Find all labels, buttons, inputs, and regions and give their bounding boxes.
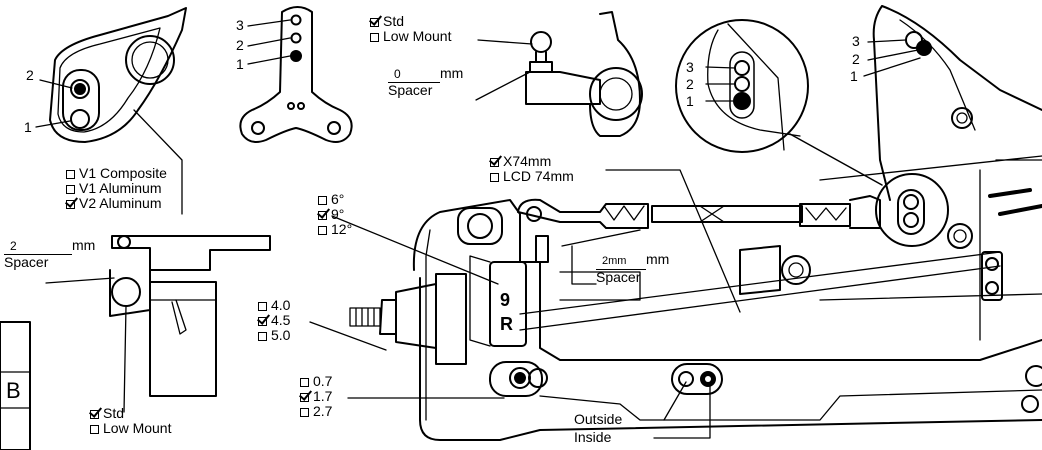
arm-option-v1-aluminum[interactable]: V1 Aluminum [66,181,167,196]
link-length-options: X74mm LCD 74mm [490,154,574,184]
spacer-left-unit: mm [72,237,96,253]
checkbox-checked-icon[interactable] [66,200,75,209]
outside-label: Outside [574,411,623,427]
tower-hole-label-1: 1 [850,68,858,84]
camber-link-part [517,195,881,229]
axle-option-5-0[interactable]: 5.0 [258,328,290,343]
checkbox-icon[interactable] [300,378,309,387]
arm-option-v1-composite[interactable]: V1 Composite [66,166,167,181]
steering-arm-part [49,7,187,143]
link-end-circle [875,173,949,247]
angle-option-6[interactable]: 6° [318,192,352,207]
zoom-detail-circle [675,19,809,153]
hub-mark-9: 9 [500,290,511,310]
ackermann-plate-part [239,6,353,143]
checkbox-icon[interactable] [90,425,99,434]
checkbox-icon[interactable] [66,185,75,194]
checkbox-icon[interactable] [258,332,267,341]
angle-option-9[interactable]: 9° [318,207,352,222]
ball-mount-top-options: Std Low Mount [370,14,451,44]
arm-version-options: V1 Composite V1 Aluminum V2 Aluminum [66,166,167,211]
zoom-hole-label-1: 1 [686,93,694,109]
ball-mount-top-low[interactable]: Low Mount [370,29,451,44]
axle-option-4-5[interactable]: 4.5 [258,313,290,328]
checkbox-icon[interactable] [490,173,499,182]
tower-hole-label-3: 3 [852,33,860,49]
checkbox-checked-icon[interactable] [370,18,379,27]
checkbox-icon[interactable] [318,196,327,205]
plate-hole-label-3: 3 [236,17,244,33]
ball-mount-top-std[interactable]: Std [370,14,451,29]
checkbox-icon[interactable] [370,33,379,42]
checkbox-checked-icon[interactable] [300,393,309,402]
zoom-hole-label-2: 2 [686,76,694,92]
arm-hole-label-2: 2 [26,67,34,83]
shock-tower-part [872,5,1042,201]
spacer-center-label: Spacer [596,269,641,285]
hub-mark-r: R [500,314,513,334]
plate-hole-label-2: 2 [236,37,244,53]
checkbox-icon[interactable] [258,302,267,311]
kingpin-angle-options: 6° 9° 12° [318,192,352,237]
axle-options: 4.0 4.5 5.0 [258,298,290,343]
offset-options: 0.7 1.7 2.7 [300,374,332,419]
spacer-top-label: Spacer [388,82,433,98]
ball-mount-bottom-std[interactable]: Std [90,406,171,421]
spacer-top-unit: mm [440,65,464,81]
link-option-x74[interactable]: X74mm [490,154,574,169]
inside-label: Inside [574,429,612,445]
checkbox-checked-icon[interactable] [318,211,327,220]
offset-option-1-7[interactable]: 1.7 [300,389,332,404]
checkbox-icon[interactable] [66,170,75,179]
left-ball-stud-part [0,235,271,450]
checkbox-icon[interactable] [318,226,327,235]
checkbox-icon[interactable] [300,408,309,417]
zoom-hole-label-3: 3 [686,59,694,75]
tower-hole-label-2: 2 [852,51,860,67]
spacer-center-value: 2mm [596,254,646,270]
plate-hole-label-1: 1 [236,56,244,72]
spacer-left-label: Spacer [4,254,49,270]
arm-option-v2-aluminum[interactable]: V2 Aluminum [66,196,167,211]
checkbox-checked-icon[interactable] [490,158,499,167]
corner-letter-b: B [6,378,21,403]
checkbox-checked-icon[interactable] [90,410,99,419]
ball-stud-top-part [525,11,643,137]
spacer-left-value: 2 [4,239,72,255]
angle-option-12[interactable]: 12° [318,222,352,237]
ball-mount-bottom-low[interactable]: Low Mount [90,421,171,436]
arm-hole-label-1: 1 [24,119,32,135]
offset-option-2-7[interactable]: 2.7 [300,404,332,419]
spacer-top-value: 0 [388,67,440,83]
spacer-center-unit: mm [646,251,670,267]
link-option-lcd74[interactable]: LCD 74mm [490,169,574,184]
checkbox-checked-icon[interactable] [258,317,267,326]
offset-option-0-7[interactable]: 0.7 [300,374,332,389]
ball-mount-bottom-options: Std Low Mount [90,406,171,436]
axle-option-4-0[interactable]: 4.0 [258,298,290,313]
